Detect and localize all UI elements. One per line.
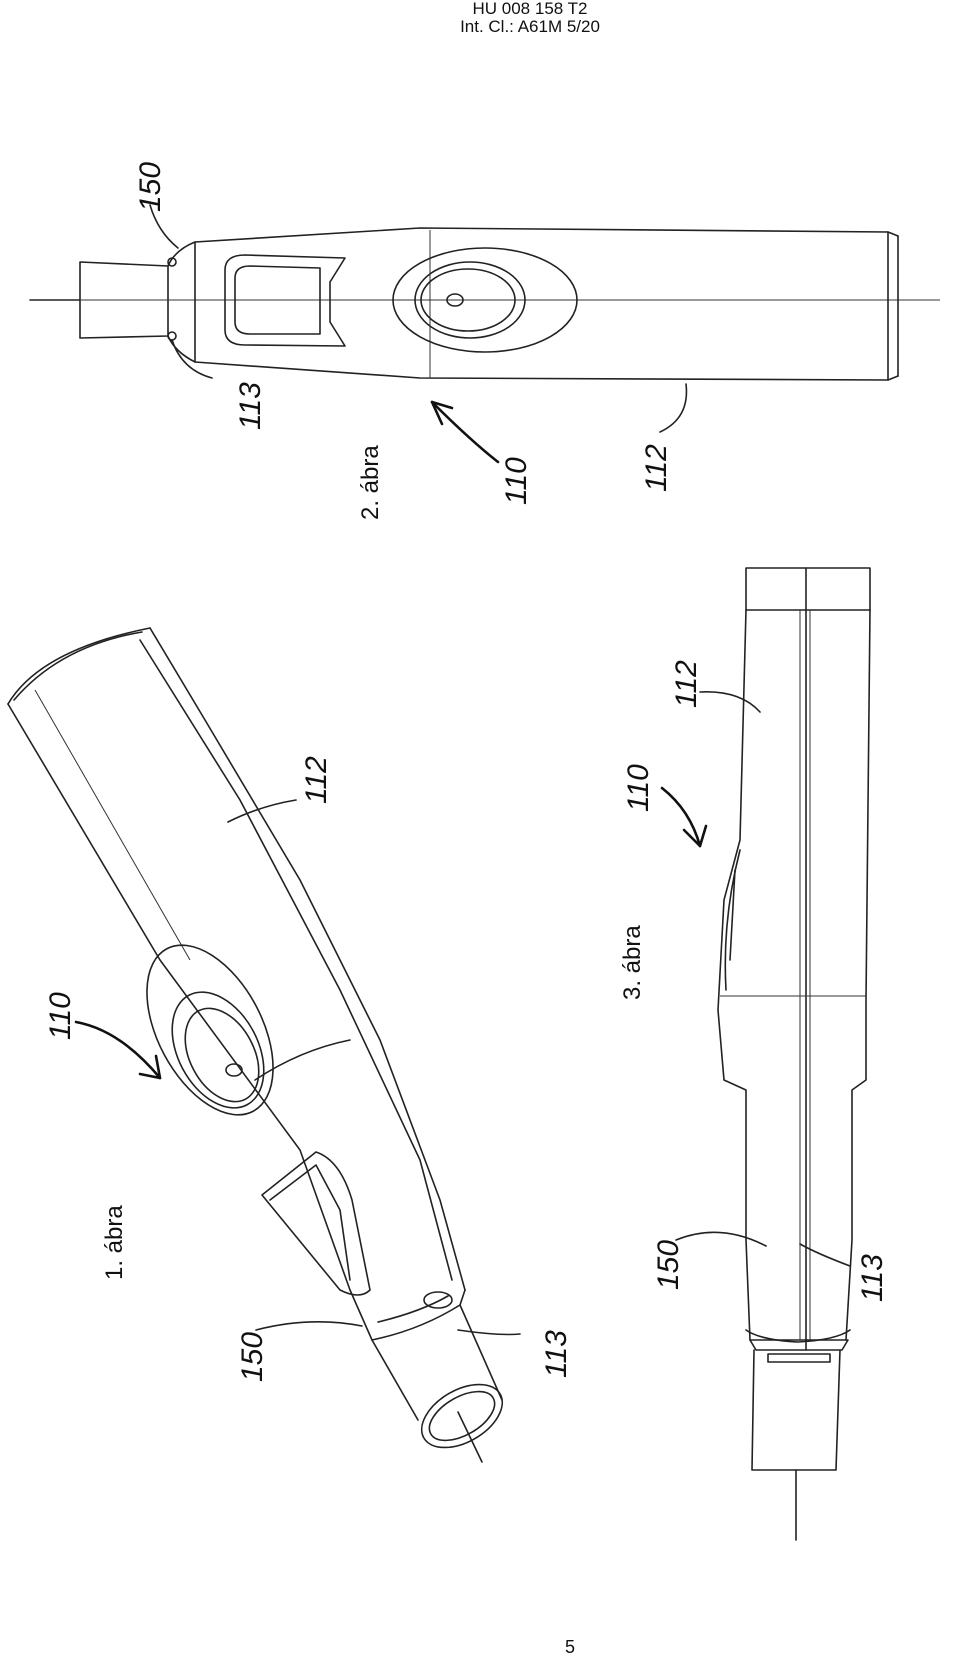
ref-110-fig2: 110 — [500, 457, 533, 505]
leader-150-fig2 — [149, 204, 179, 249]
ref-112-fig1: 112 — [300, 756, 333, 804]
arrow-110-fig3 — [660, 786, 702, 848]
arrow-110-fig3-head — [682, 824, 708, 848]
caption-fig3: 3. ábra — [619, 925, 646, 1000]
ref-113-fig2: 113 — [234, 382, 267, 430]
page-number: 5 — [564, 1637, 575, 1657]
ref-113-fig1: 113 — [540, 1330, 573, 1378]
ref-112-fig3: 112 — [670, 660, 703, 708]
ref-113-fig3: 113 — [856, 1254, 889, 1302]
ref-110-fig1: 110 — [44, 992, 77, 1040]
leader-113-fig2 — [171, 339, 213, 379]
ref-112-fig2: 112 — [640, 444, 673, 492]
leader-112-fig3 — [699, 691, 761, 713]
leader-150-fig3 — [675, 1231, 767, 1247]
arrow-110-fig1 — [74, 1020, 162, 1080]
ref-150-fig2: 150 — [134, 162, 167, 212]
document-number: HU 008 158 T2 — [472, 0, 588, 18]
figure-1-device — [7, 627, 504, 1463]
classification: Int. Cl.: A61M 5/20 — [460, 17, 600, 36]
leader-113-fig1 — [457, 1329, 521, 1336]
arrow-110-fig1-head — [138, 1054, 162, 1080]
leader-113-fig3 — [799, 1243, 851, 1267]
page-header: HU 008 158 T2 Int. Cl.: A61M 5/20 — [0, 0, 960, 36]
caption-fig1: 1. ábra — [101, 1205, 128, 1280]
ref-150-fig1: 150 — [236, 1332, 269, 1382]
leader-112-fig1 — [227, 799, 297, 823]
arrow-110-fig2-head — [430, 400, 454, 426]
caption-fig2: 2. ábra — [357, 445, 384, 520]
arrow-110-fig2 — [430, 400, 500, 464]
leader-112-fig2 — [659, 383, 688, 433]
ref-110-fig3: 110 — [622, 764, 655, 812]
figure-2-device — [29, 227, 940, 381]
ref-150-fig3: 150 — [652, 1240, 685, 1290]
leader-150-fig1 — [255, 1321, 363, 1331]
figure-3-device — [717, 567, 871, 1541]
